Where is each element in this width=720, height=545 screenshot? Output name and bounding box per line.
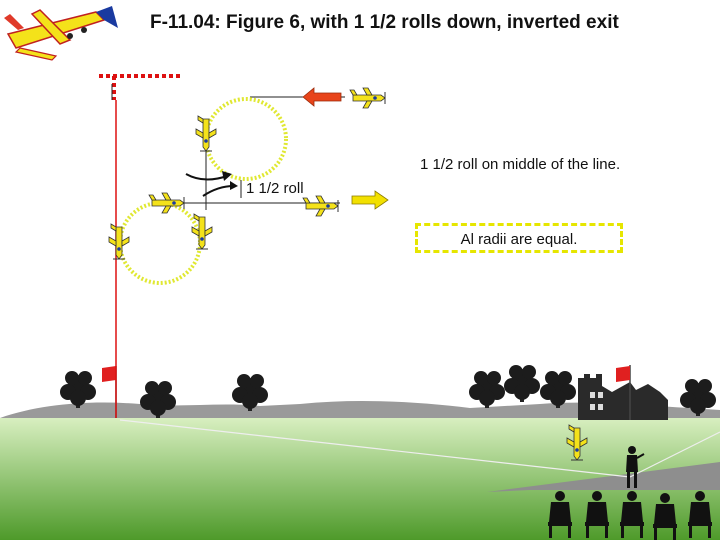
plane-down-line-icon [191,213,213,250]
plane-bottom-left-icon [108,223,130,260]
plane-entry-icon [349,87,386,109]
plane-crossing-icon [148,192,185,214]
pilot-silhouette-icon [626,446,645,488]
tree-icon [469,371,505,408]
top-loop-path [204,97,288,181]
middle-line-note: 1 1/2 roll on middle of the line. [420,156,621,173]
castle-ruin-icon [578,374,668,420]
radii-note-box: Al radii are equal. [415,223,623,253]
runway [487,462,720,492]
roll-label: 1 1/2 roll [246,180,304,197]
entry-direction-arrow [302,87,342,107]
flag-icon [616,365,631,420]
exit-direction-arrow [351,190,389,210]
sight-line-right [629,431,720,478]
bottom-loop-path [118,201,202,285]
radii-note: Al radii are equal. [460,231,578,248]
aerobatic-plane-icon [4,6,118,61]
tree-icon [60,371,96,408]
curved-roll-arrow-icon [185,171,238,197]
plane-top-left-icon [195,115,217,152]
figure-title: F-11.04: Figure 6, with 1 1/2 rolls down… [150,12,619,33]
tree-icon [504,365,540,402]
plane-exit-icon [302,195,339,217]
sight-line-left [119,419,631,478]
tree-icon [540,371,576,408]
